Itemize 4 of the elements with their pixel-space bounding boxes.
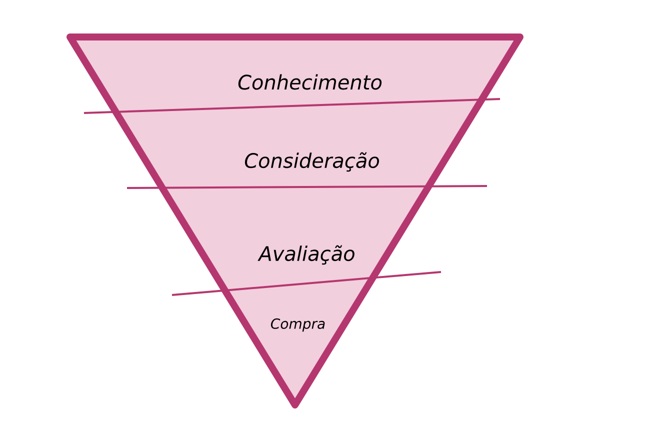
stage-label: Conhecimento (238, 74, 382, 90)
stage-label: Avaliação (258, 245, 354, 265)
stage-label: Consideração (244, 152, 380, 172)
stage-label: Compra (270, 318, 325, 332)
